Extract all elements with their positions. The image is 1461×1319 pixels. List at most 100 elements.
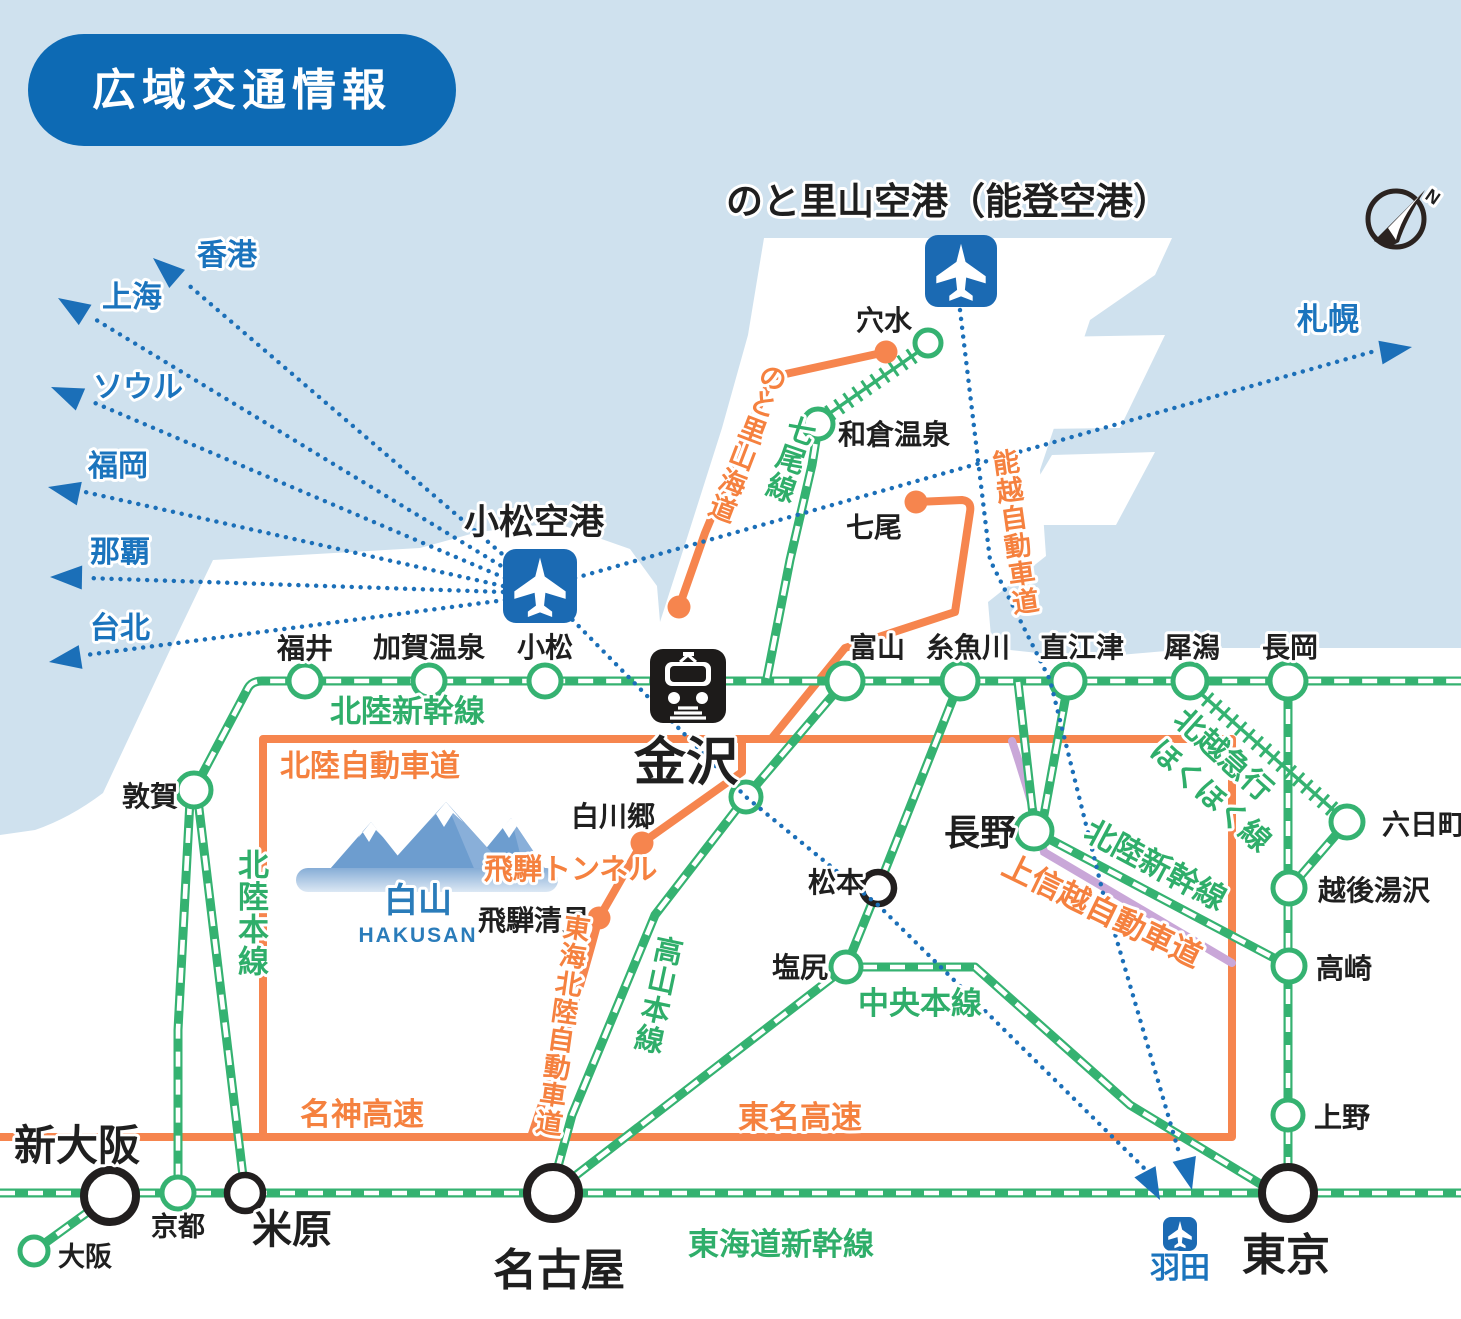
station-kagaonsen (410, 662, 448, 700)
label-nagano: 長野 (944, 812, 1016, 853)
flight-noto-haneda (957, 307, 1183, 1159)
noetsu-expwy (768, 496, 975, 742)
label-seoul: ソウル (93, 371, 183, 404)
oito-line-dash (875, 680, 963, 889)
station-kyoto (159, 1174, 197, 1212)
station-naoetsu (1048, 661, 1088, 701)
title-badge-label: 広域交通情報 (92, 66, 392, 115)
station-maibara (223, 1171, 267, 1215)
label-kanazawa: 金沢 (633, 734, 739, 792)
arrow-haneda-komatsu (1134, 1166, 1160, 1200)
nanao-line-south-dash (764, 427, 821, 679)
flight-hongkong (182, 279, 518, 568)
shinetsu-a-dash (1015, 681, 1036, 816)
label-fukuoka: 福岡 (87, 450, 148, 483)
label-naoetsu: 直江津 (1040, 632, 1124, 663)
label-shirakawago: 白川郷 (571, 800, 655, 832)
flight-taipei (83, 597, 508, 658)
station-ueno (1270, 1097, 1306, 1133)
compass-icon (1365, 188, 1427, 250)
label-hokuriku-shinkansen: 北陸新幹線 (330, 694, 485, 729)
arrow-haneda-noto (1172, 1156, 1196, 1190)
station-nagoya (523, 1163, 583, 1223)
label-itoigawa: 糸魚川 (926, 631, 1010, 663)
label-chuo-honsen: 中央本線 (858, 986, 982, 1021)
dot-noto-kaido-anamizu (874, 340, 898, 364)
station-saigata (1170, 661, 1210, 701)
label-hokuriku-expwy: 北陸自動車道 (280, 750, 460, 783)
label-kagaonsen: 加賀温泉 (373, 631, 486, 663)
label-shanghai: 上海 (102, 281, 162, 314)
shinetsu-b-dash (1041, 683, 1071, 816)
label-echigoyuzawa: 越後湯沢 (1318, 875, 1431, 906)
label-wakuraonsen: 和倉温泉 (838, 418, 951, 450)
station-takasaki (1270, 947, 1308, 985)
chuo-honsen-west-dash (551, 965, 848, 1195)
hokuriku-shinkansen-nagano-dash (1032, 828, 1291, 969)
island-1 (955, 335, 1165, 430)
label-maibara: 米原 (252, 1208, 332, 1252)
label-tokyo: 東京 (1242, 1231, 1330, 1280)
station-osaka (17, 1234, 51, 1268)
label-takasaki: 高崎 (1316, 953, 1372, 984)
chuo-honsen-east-dash (862, 964, 1264, 1187)
noto-airport-icon (925, 235, 997, 307)
label-hokuriku-honsen: 北陸本線 (238, 848, 269, 980)
label-osaka: 大阪 (58, 1242, 112, 1272)
label-toyama: 富山 (849, 631, 905, 663)
label-tokai-hokuriku-expwy: 東海北陸自動車道 (534, 912, 592, 1140)
kanazawa-train-icon (650, 649, 726, 723)
station-itoigawa (939, 660, 981, 702)
station-nagano (1013, 810, 1055, 852)
dot-shirakawago (630, 831, 654, 855)
label-hida-kiyomi: 飛騨清見 (478, 905, 590, 936)
station-nagaoka (1267, 660, 1309, 702)
label-tsuruga: 敦賀 (122, 780, 178, 812)
station-anamizu (912, 327, 944, 359)
flight-fukuoka (82, 489, 506, 589)
station-shiojiri (828, 949, 864, 985)
flight-shanghai (90, 315, 511, 573)
meishin-tomei-hokuriku-expwy (0, 735, 1236, 1141)
arrow-hongkong (153, 258, 186, 289)
label-naha: 那覇 (90, 536, 150, 569)
station-muikamachi (1328, 803, 1366, 841)
label-nanao: 七尾 (846, 512, 902, 543)
flight-sapporo (572, 348, 1378, 581)
komatsu-airport-icon (503, 549, 577, 623)
hakusan-mountain (296, 802, 558, 892)
nanao-line-north (819, 343, 929, 422)
arrow-fukuoka (48, 481, 82, 506)
hokuriku-honsen-maibara-dash (195, 799, 248, 1194)
haneda-airport-icon (1163, 1217, 1197, 1251)
noto-satoyama-kaido (675, 348, 890, 611)
label-fukui: 福井 (276, 633, 333, 664)
hokuhoku-line (1188, 682, 1349, 824)
label-haneda: 羽田 (1150, 1252, 1210, 1285)
label-tomei: 東名高速 (738, 1100, 862, 1135)
arrow-shanghai (58, 298, 92, 326)
label-nagaoka: 長岡 (1262, 632, 1318, 663)
label-komatsu-airport: 小松空港 (464, 503, 605, 542)
hokuriku-shinkansen-dash (191, 678, 1461, 792)
station-komatsu (526, 662, 564, 700)
station-echigoyuzawa (1270, 869, 1308, 907)
label-shin-osaka: 新大阪 (14, 1122, 140, 1169)
takayama-honsen-dash (550, 679, 847, 1186)
label-taipei: 台北 (90, 611, 150, 645)
station-tsuruga (174, 770, 214, 810)
label-noetsu-expwy: 能越自動車道 (991, 445, 1043, 619)
station-toyama (824, 660, 866, 702)
label-saigata: 犀潟 (1164, 632, 1220, 663)
label-hakusan: 白山 (384, 882, 452, 920)
station-wakuraonsen (800, 406, 836, 442)
arrow-taipei (49, 645, 83, 669)
island-2 (1010, 452, 1155, 525)
hokuriku-honsen-kyoto-dash (175, 799, 193, 1193)
station-shin-osaka (80, 1166, 140, 1226)
label-hongkong: 香港 (197, 239, 258, 272)
label-nagoya: 名古屋 (493, 1246, 625, 1295)
label-meishin: 名神高速 (300, 1097, 424, 1132)
title-badge: 広域交通情報 (28, 34, 456, 146)
